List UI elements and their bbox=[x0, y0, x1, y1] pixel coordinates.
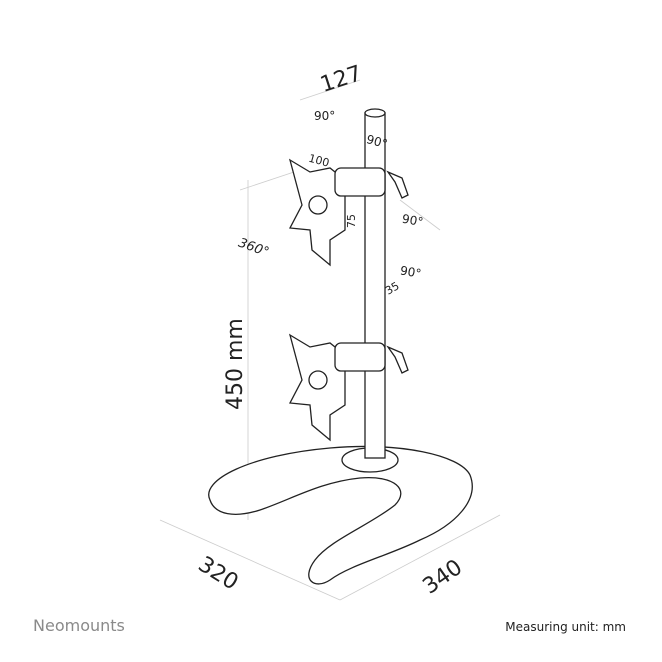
upper-clamp bbox=[334, 167, 386, 197]
dim-rotate-pole: 90° bbox=[365, 132, 389, 151]
measuring-unit-label: Measuring unit: mm bbox=[505, 620, 626, 634]
dim-rotation: 360° bbox=[236, 236, 271, 261]
upper-handle bbox=[386, 170, 409, 199]
dim-vesa-h: 100 bbox=[307, 152, 331, 170]
dim-swivel-1: 90° bbox=[401, 212, 424, 229]
pole-cap bbox=[364, 108, 386, 118]
monitor-stand bbox=[208, 108, 473, 585]
upper-arm bbox=[288, 158, 409, 267]
pole bbox=[364, 112, 386, 459]
dim-base-depth: 320 bbox=[194, 552, 243, 595]
lower-clamp bbox=[334, 342, 386, 372]
dim-width-top: 127 bbox=[317, 61, 365, 98]
lower-handle bbox=[386, 345, 409, 374]
dim-base-width: 340 bbox=[418, 555, 467, 600]
construction-lines bbox=[159, 79, 501, 601]
dim-height: 450 mm bbox=[223, 318, 248, 410]
dim-swivel-2: 90° bbox=[399, 263, 422, 280]
dim-offset: 35 bbox=[383, 279, 402, 297]
dim-vesa-v: 75 bbox=[345, 214, 358, 228]
brand-logo: Neomounts bbox=[33, 616, 125, 635]
lower-arm bbox=[288, 333, 409, 442]
dim-tilt-top: 90° bbox=[314, 109, 335, 123]
